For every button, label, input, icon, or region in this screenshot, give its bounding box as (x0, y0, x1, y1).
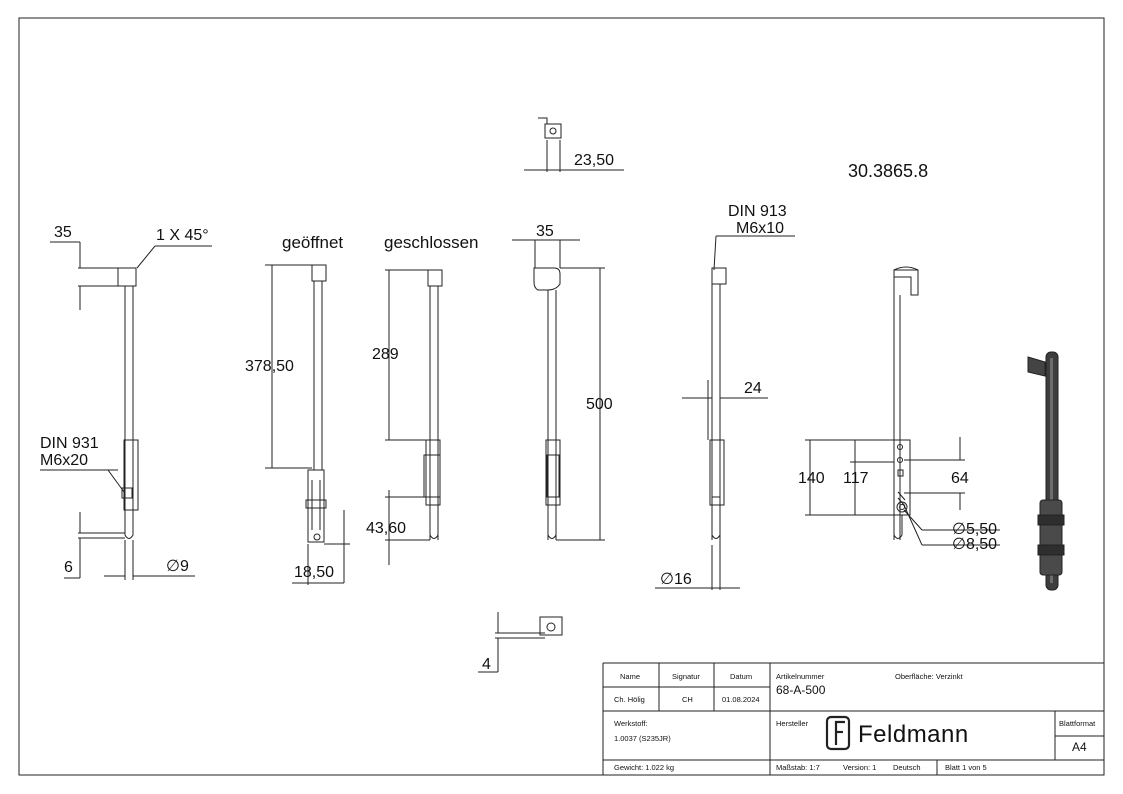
dim-43-60: 43,60 (366, 520, 407, 537)
view-open (265, 264, 350, 585)
dim-64: 64 (951, 470, 969, 487)
dim-500: 500 (586, 396, 613, 413)
view-holes (805, 266, 1000, 546)
title-block-frame (602, 662, 1104, 775)
dim-hole-5-50: ∅5,50 (952, 521, 998, 538)
label-closed: geschlossen (384, 233, 479, 252)
tb-date: 01.08.2024 (722, 695, 760, 704)
isometric-render (1027, 351, 1065, 591)
label-open: geöffnet (282, 233, 344, 252)
tb-format: A4 (1072, 740, 1087, 754)
dim-140: 140 (798, 470, 825, 487)
dim-117: 117 (843, 470, 869, 487)
tb-signature: CH (682, 695, 693, 704)
dim-dia-16: ∅16 (660, 571, 692, 588)
tb-article: 68-A-500 (776, 683, 826, 697)
feldmann-logo-mark (825, 715, 851, 751)
tb-surface: Oberfläche: Verzinkt (895, 672, 963, 681)
dim-dia-9: ∅9 (166, 558, 189, 575)
view-set-screw (655, 235, 795, 590)
tb-signature-label: Signatur (672, 672, 700, 681)
tb-material-label: Werkstoff: (614, 719, 648, 728)
tb-sheet: Blatt 1 von 5 (945, 763, 987, 772)
tb-date-label: Datum (730, 672, 753, 681)
tb-language: Deutsch (893, 763, 921, 772)
tb-name: Ch. Hölig (614, 695, 645, 704)
tb-name-label: Name (620, 672, 641, 681)
screw-left-line2: M6x20 (40, 452, 89, 469)
view-side-chamfer (40, 241, 212, 580)
dim-23-50: 23,50 (574, 152, 615, 169)
view-closed (385, 269, 443, 565)
dim-hole-8-50: ∅8,50 (952, 536, 998, 553)
tb-format-label: Blattformat (1059, 719, 1096, 728)
sheet-border (18, 17, 1105, 776)
dim-4: 4 (482, 656, 491, 673)
tb-manufacturer-label: Hersteller (776, 719, 809, 728)
tb-weight: Gewicht: 1.022 kg (614, 763, 675, 772)
tb-article-label: Artikelnummer (776, 672, 825, 681)
dim-24: 24 (744, 380, 762, 397)
tb-version: Version: 1 (843, 763, 877, 772)
screw-left-line1: DIN 931 (40, 435, 99, 452)
tb-material: 1.0037 (S235JR) (614, 734, 671, 743)
dim-289: 289 (372, 346, 399, 363)
screw-right-line1: DIN 913 (728, 203, 787, 220)
dim-6: 6 (64, 559, 73, 576)
dim-chamfer: 1 X 45° (156, 227, 209, 244)
screw-right-line2: M6x10 (736, 220, 785, 237)
dim-378-50: 378,50 (245, 358, 294, 375)
dim-35-front: 35 (536, 223, 554, 240)
article-reference: 30.3865.8 (848, 161, 929, 181)
dim-35: 35 (54, 224, 72, 241)
view-front (512, 117, 624, 541)
dim-18-50: 18,50 (294, 564, 335, 581)
view-bottom-detail (478, 612, 563, 673)
tb-brand: Feldmann (858, 721, 969, 748)
tb-scale: Maßstab: 1:7 (776, 763, 820, 772)
